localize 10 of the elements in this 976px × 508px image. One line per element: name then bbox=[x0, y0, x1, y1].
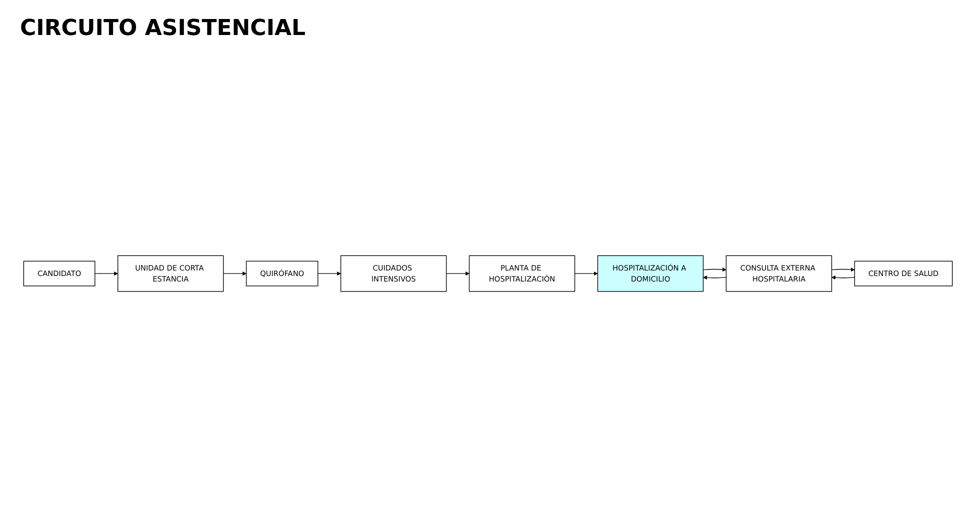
arrow bbox=[831, 268, 855, 272]
arrow bbox=[702, 267, 726, 272]
arrow bbox=[94, 271, 118, 276]
arrow bbox=[446, 271, 470, 276]
diagram-title: CIRCUITO ASISTENCIAL bbox=[20, 16, 306, 41]
arrow bbox=[832, 276, 855, 280]
arrow bbox=[318, 271, 341, 276]
arrow bbox=[703, 276, 727, 280]
arrow bbox=[574, 271, 598, 276]
arrow bbox=[223, 271, 246, 276]
